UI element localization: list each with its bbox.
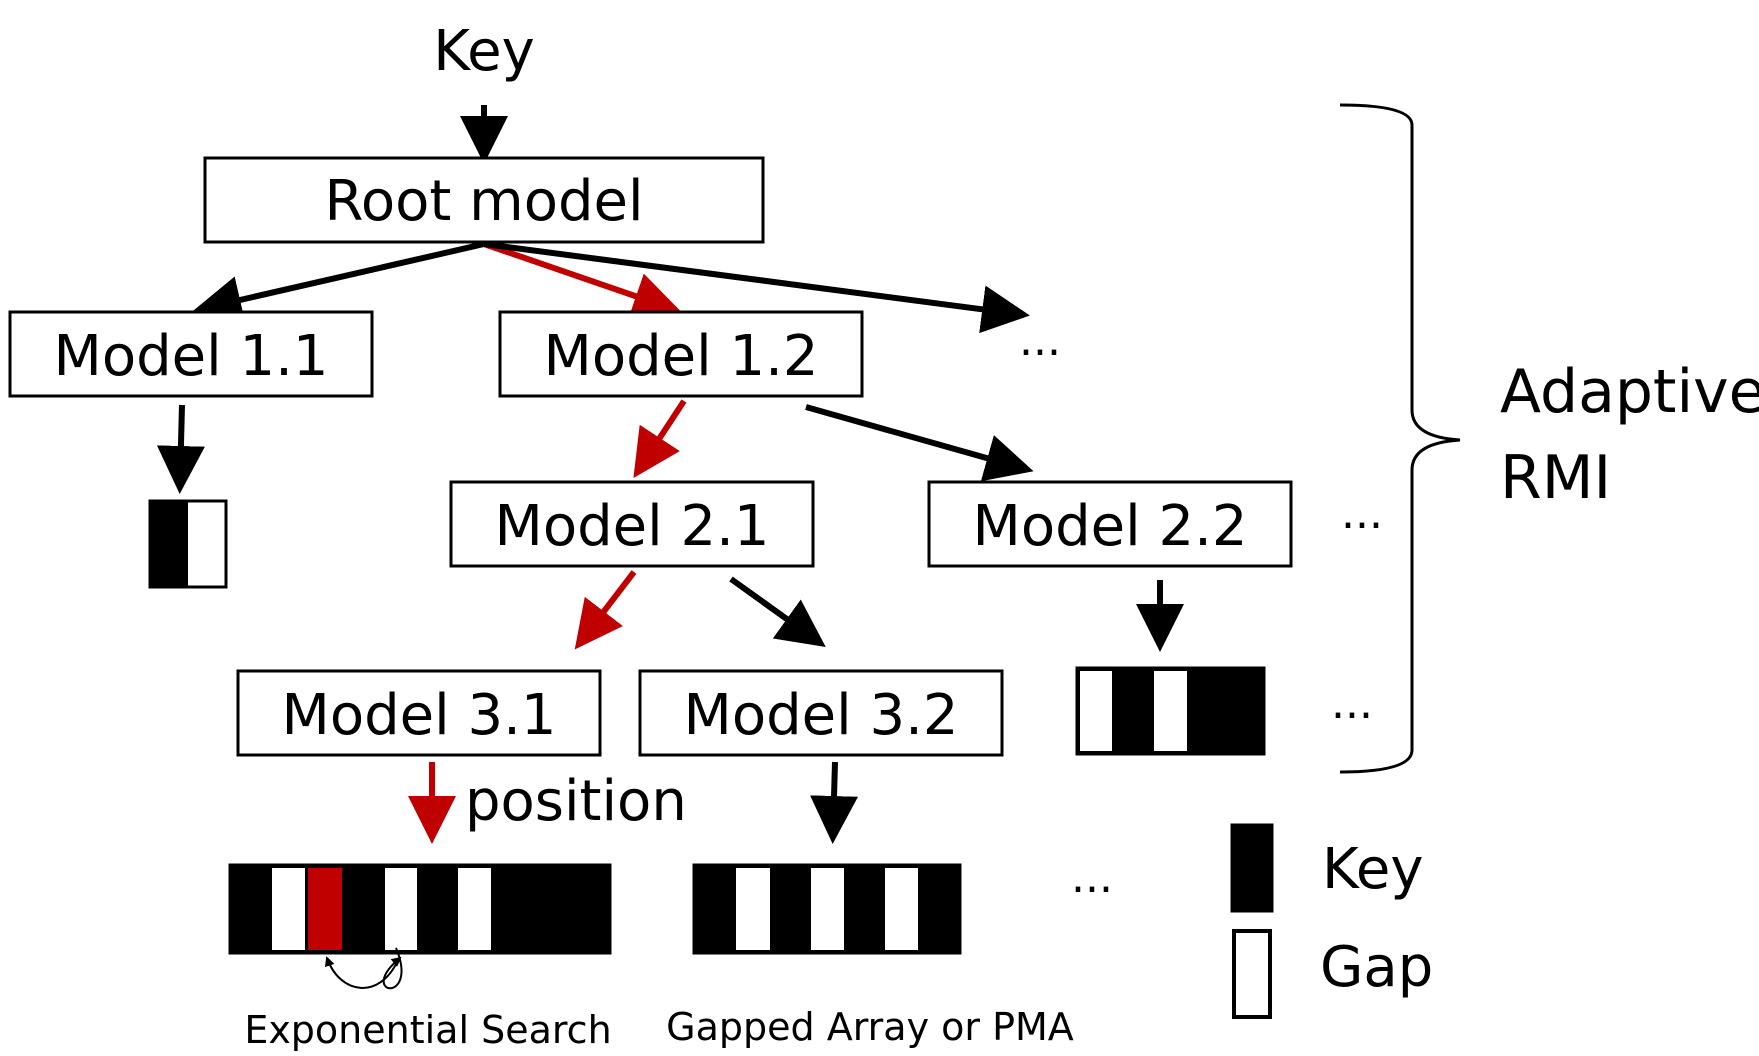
exponential-search-loop-left: [324, 956, 399, 989]
ellipsis-leaf-arrays: ...: [1071, 852, 1113, 903]
model-1-2-node: Model 1.2: [498, 310, 864, 398]
legend-key-label: Key: [1322, 837, 1424, 902]
ellipsis-level-2-arrays: ...: [1331, 678, 1373, 729]
legend-key-swatch: [1230, 823, 1274, 913]
root-model-label: Root model: [324, 169, 643, 234]
arrow-model-2-1-to-model-3-2: [729, 576, 826, 647]
legend: Key Gap: [1230, 823, 1433, 1019]
model-3-1-node: Model 3.1: [236, 669, 602, 757]
ellipsis-level-2: ...: [1341, 488, 1383, 539]
arrow-root-to-more: [483, 241, 1030, 334]
model-1-1-node: Model 1.1: [8, 310, 374, 398]
model-3-2-label: Model 3.2: [684, 683, 959, 748]
arrow-model-1-1-to-array: [156, 404, 205, 494]
model-3-1-gapped-array: [228, 863, 612, 955]
arrow-model-1-2-to-model-2-1: [633, 399, 687, 479]
exponential-search-loop-right: [382, 947, 403, 990]
gapped-array-caption: Gapped Array or PMA: [666, 1005, 1074, 1049]
position-label: position: [465, 769, 687, 834]
exponential-search-caption: Exponential Search: [244, 1008, 611, 1052]
arrow-root-to-model-1-1: [193, 241, 485, 324]
legend-gap-label: Gap: [1320, 935, 1433, 1000]
adaptive-rmi-brace: [1339, 103, 1461, 774]
root-model-node: Root model: [203, 156, 765, 244]
model-1-2-label: Model 1.2: [544, 324, 819, 389]
model-3-2-gapped-array: [692, 863, 962, 955]
brace-label-line-2: RMI: [1500, 443, 1611, 513]
model-2-1-node: Model 2.1: [449, 480, 815, 568]
model-2-2-node: Model 2.2: [927, 480, 1293, 568]
model-3-1-label: Model 3.1: [282, 683, 557, 748]
brace-label-line-1: Adaptive: [1500, 357, 1759, 427]
legend-gap-swatch: [1232, 929, 1272, 1019]
input-key-label: Key: [433, 19, 535, 84]
arrow-root-to-model-1-2: [483, 241, 682, 319]
ellipsis-level-1: ...: [1019, 315, 1061, 366]
model-2-2-label: Model 2.2: [973, 494, 1248, 559]
arrow-model-2-1-to-model-3-1: [574, 570, 637, 650]
arrow-model-1-2-to-model-2-2: [805, 404, 1034, 482]
model-2-2-array: [1075, 666, 1266, 756]
arrow-model-3-2-to-array: [810, 761, 859, 844]
model-1-1-label: Model 1.1: [54, 324, 329, 389]
model-2-1-label: Model 2.1: [495, 494, 770, 559]
model-3-2-node: Model 3.2: [638, 669, 1004, 757]
model-1-1-array: [148, 499, 228, 589]
